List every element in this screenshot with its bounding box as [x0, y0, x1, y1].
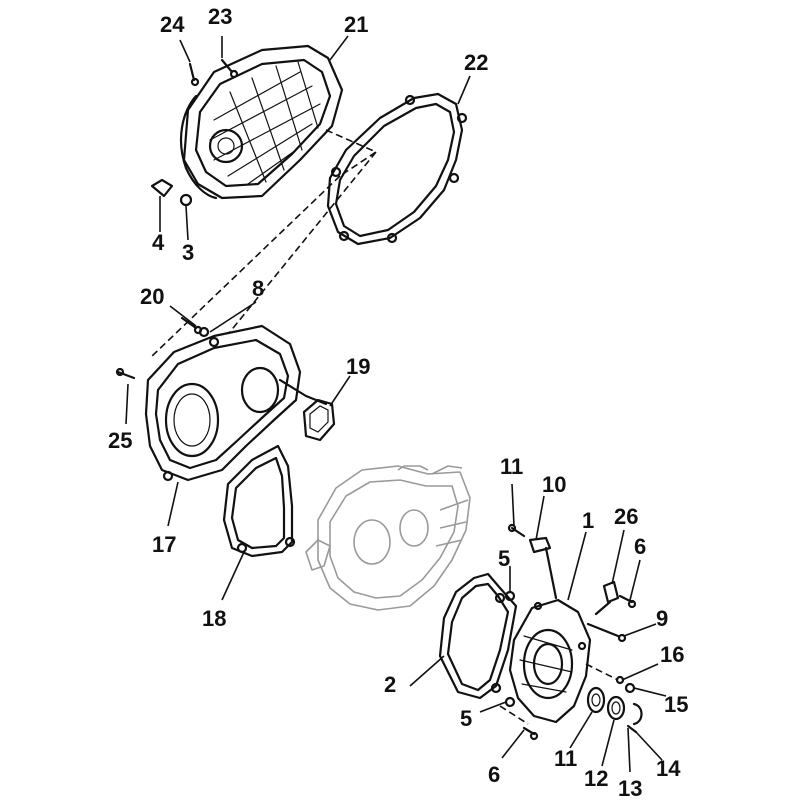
callout-5-lower: 5: [460, 706, 472, 731]
part-8-bolt: [586, 622, 627, 643]
callout-7: 8: [252, 276, 264, 301]
part-5-dowel-lower: [504, 696, 516, 708]
callout-6-upper: 6: [634, 534, 646, 559]
part-26-fitting: [594, 580, 620, 616]
part-2-gasket: [438, 572, 518, 700]
callout-3: 3: [182, 240, 194, 265]
callout-13: 13: [618, 776, 642, 800]
part-3-washer: [179, 193, 193, 207]
callout-19: 19: [346, 354, 370, 379]
callout-labels: 24 23 21 22 4 3 20 8 19 25 17 18 11 10 1…: [108, 4, 688, 800]
part-11-oil-seal: [586, 686, 606, 714]
callout-5-upper: 5: [498, 546, 510, 571]
callout-8: 9: [656, 606, 668, 631]
callout-20: 20: [140, 284, 164, 309]
part-14-clip: [626, 724, 638, 734]
callout-2: 2: [384, 672, 396, 697]
callout-18: 18: [202, 606, 226, 631]
callout-9: 10: [542, 472, 566, 497]
callout-15: 15: [664, 692, 688, 717]
callout-14: 14: [656, 756, 681, 781]
alignment-lines-lower: [499, 663, 619, 725]
callout-1: 1: [582, 508, 594, 533]
part-21-outer-cover: [179, 44, 344, 200]
callout-24: 24: [160, 12, 185, 37]
callout-26: 26: [614, 504, 638, 529]
engine-crankcase: [305, 465, 471, 611]
callout-10: 11: [500, 454, 523, 479]
part-15-bolt: [624, 682, 636, 694]
part-18-gasket: [222, 444, 296, 558]
part-17-inner-cover: [144, 324, 328, 482]
callout-12: 12: [584, 766, 608, 791]
part-1-magneto-cover: [508, 598, 592, 724]
part-24-bolt: [188, 62, 200, 87]
part-12-o-ring: [606, 695, 626, 721]
callout-17: 17: [152, 532, 176, 557]
callout-11: 11: [554, 746, 577, 771]
part-23-bolt: [220, 58, 239, 79]
callout-16: 16: [660, 642, 684, 667]
part-19-small-gasket: [302, 398, 336, 442]
callout-25: 25: [108, 428, 132, 453]
part-6-bolt-lower: [522, 726, 539, 741]
callout-4: 4: [152, 230, 165, 255]
part-9-fitting: [528, 536, 558, 600]
alignment-lines-upper: [149, 129, 378, 359]
callout-23: 23: [208, 4, 232, 29]
callout-22: 22: [464, 50, 488, 75]
part-4-fitting: [150, 178, 174, 198]
callout-21: 21: [344, 12, 368, 37]
part-22-gasket: [326, 92, 468, 246]
part-25-bolt: [115, 367, 136, 380]
part-6-bolt-upper: [618, 594, 637, 609]
leader-lines: [125, 35, 667, 773]
part-13-clip: [632, 702, 643, 726]
part-7-dowel: [198, 326, 210, 338]
part-10-bolt: [507, 523, 526, 538]
callout-6-lower: 6: [488, 762, 500, 787]
